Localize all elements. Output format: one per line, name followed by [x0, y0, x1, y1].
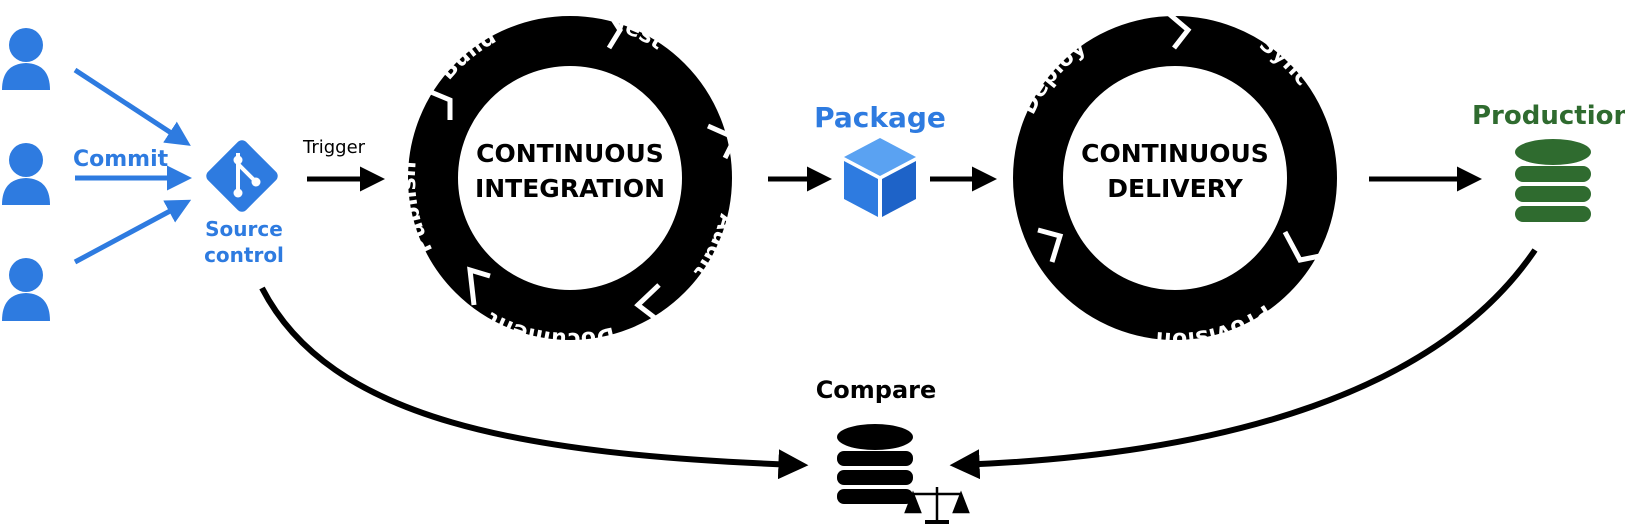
scale-icon — [904, 487, 970, 524]
trigger-label: Trigger — [302, 137, 366, 158]
production-label: Production — [1472, 101, 1625, 131]
user-icon — [2, 28, 50, 90]
compare-database-icon — [837, 424, 913, 504]
compare-label: Compare — [816, 376, 937, 404]
cd-center-title: CONTINUOUS — [1081, 139, 1269, 168]
source-control-label: Source — [205, 217, 283, 241]
production-database-icon — [1515, 139, 1591, 222]
user-icon — [2, 258, 50, 321]
ci-center-title: INTEGRATION — [475, 174, 665, 203]
cd-cycle: Sync Provision Deploy CONTINUOUS DELIVER… — [1013, 11, 1337, 352]
package-label: Package — [814, 101, 946, 134]
ci-center-title: CONTINUOUS — [476, 139, 664, 168]
cd-center-title: DELIVERY — [1107, 174, 1243, 203]
source-control-label: control — [204, 243, 284, 267]
source-to-compare-arrow — [259, 286, 809, 480]
ci-cycle: Build Test Audit Document Publish CONTIN… — [396, 11, 740, 352]
commit-label: Commit — [73, 147, 169, 172]
commit-arrow — [73, 67, 191, 146]
user-icon — [2, 143, 50, 205]
commit-arrow — [73, 199, 192, 265]
production-to-compare-arrow — [949, 248, 1538, 480]
git-icon — [206, 140, 278, 212]
package-icon — [844, 138, 916, 217]
